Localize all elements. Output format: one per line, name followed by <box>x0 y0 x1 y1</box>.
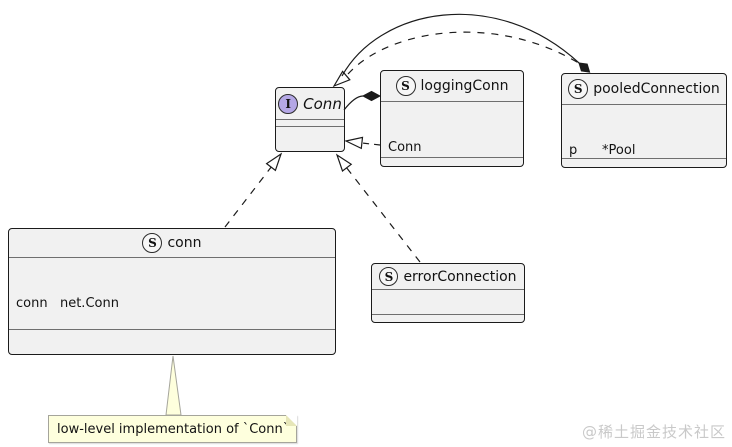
class-box-loggingconn: S loggingConn Conn logger *log.Logger pr… <box>380 70 524 167</box>
class-title-bar: S errorConnection <box>372 264 524 290</box>
realization-arrowhead-loggingconn <box>344 136 364 150</box>
struct-icon: S <box>142 233 163 253</box>
methods-compartment-empty <box>372 315 524 322</box>
note-text: low-level implementation of `Conn` <box>57 421 290 437</box>
methods-compartment: Do() <box>276 127 344 151</box>
composition-curve-pooledconnection <box>341 13 580 77</box>
field-row: conn net.Conn <box>16 296 119 311</box>
fields-compartment: conn net.Conn br bufio.Reader bw bufio.W… <box>9 258 335 330</box>
realization-arrowhead-pooledconnection <box>332 70 351 88</box>
note-box: low-level implementation of `Conn` <box>48 415 297 443</box>
realization-arrowhead-conn <box>265 152 283 172</box>
class-title-bar: I Conn <box>276 88 344 120</box>
composition-diamond-pooledconnection <box>578 62 591 73</box>
fields-compartment: err error <box>372 290 524 315</box>
realization-curve-pooledconnection <box>347 31 586 75</box>
class-name: loggingConn <box>420 78 509 94</box>
note-fold-corner-icon <box>286 415 297 426</box>
class-name: pooledConnection <box>593 81 720 97</box>
struct-icon: S <box>568 79 589 99</box>
fields-compartment: Conn logger *log.Logger prefix string <box>381 102 523 158</box>
class-box-conn-struct: S conn conn net.Conn br bufio.Reader bw … <box>8 228 336 355</box>
realization-line-conn <box>224 165 273 228</box>
class-name: Conn <box>303 94 342 113</box>
field-row: p *Pool <box>569 143 636 158</box>
note-pointer <box>165 355 182 416</box>
fields-compartment: p *Pool c Conn ... <box>562 105 726 159</box>
struct-icon: S <box>395 76 416 96</box>
class-box-errorconnection: S errorConnection err error <box>371 263 525 323</box>
field-row: Conn <box>388 140 422 155</box>
watermark-text: @稀土掘金技术社区 <box>581 423 726 441</box>
class-title-bar: S loggingConn <box>381 71 523 102</box>
class-box-conn-interface: I Conn Do() <box>275 87 345 152</box>
composition-diamond-loggingconn <box>361 90 382 102</box>
class-title-bar: S conn <box>9 229 335 258</box>
realization-line-loggingconn <box>361 142 381 146</box>
realization-arrowhead-errorconnection <box>335 153 353 172</box>
realization-line-errorconnection <box>345 166 421 263</box>
struct-icon: S <box>379 267 399 286</box>
methods-compartment-empty <box>381 158 523 166</box>
class-name: conn <box>167 235 202 251</box>
methods-compartment: Dial(network, address, options) (Conn, e… <box>9 330 335 354</box>
fields-compartment-empty <box>276 120 344 127</box>
class-title-bar: S pooledConnection <box>562 74 726 105</box>
class-box-pooledconnection: S pooledConnection p *Pool c Conn ... <box>561 73 727 168</box>
composition-line-loggingconn <box>343 95 364 111</box>
interface-icon: I <box>278 93 299 114</box>
methods-compartment-empty <box>562 159 726 167</box>
class-name: errorConnection <box>403 268 517 285</box>
